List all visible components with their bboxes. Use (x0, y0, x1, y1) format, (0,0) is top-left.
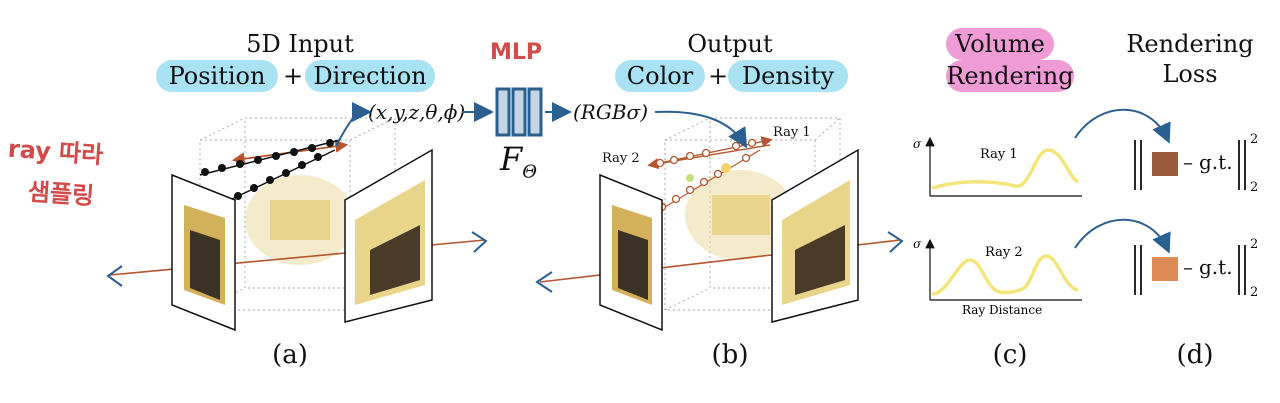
loss-row2-sup: 2 (1250, 237, 1259, 252)
ray2-label: Ray 2 (602, 151, 640, 166)
ray1-label: Ray 1 (773, 125, 811, 140)
panel-d-loss (1074, 108, 1246, 295)
ray-distance-label: Ray Distance (962, 303, 1042, 317)
rendered-color-swatch-2 (1152, 257, 1178, 281)
mlp-annotation: MLP (490, 40, 543, 65)
plus-sign-a: + (283, 62, 304, 90)
loss-row2-sub: 2 (1250, 285, 1259, 300)
panel-a-scene (106, 102, 488, 332)
pill-position: Position (156, 60, 278, 92)
mlp-function-symbol: FΘ (500, 140, 537, 182)
loss-row2-minus: – (1183, 255, 1193, 279)
loss-row1-minus: – (1183, 150, 1193, 174)
loss-heading-line1: Rendering (1126, 30, 1254, 58)
pill-density: Density (728, 60, 848, 92)
volume-heading-line1: Volume (946, 28, 1054, 60)
pill-direction: Direction (305, 60, 435, 92)
caption-b: (b) (711, 340, 749, 370)
plot2-sigma: σ (913, 237, 922, 251)
plot1-label: Ray 1 (980, 147, 1018, 162)
panel-a-heading: 5D Input (246, 30, 354, 58)
function-f: F (500, 140, 523, 178)
panel-b-scene: Ray 2 Ray 1 (535, 110, 904, 332)
panel-c-plots: σ Ray 1 σ Ray 2 Ray Distance (913, 136, 1082, 317)
caption-c: (c) (992, 340, 1028, 370)
plot1-sigma: σ (913, 137, 922, 151)
rendered-color-swatch-1 (1152, 152, 1178, 176)
plot2-label: Ray 2 (985, 245, 1023, 260)
loss-heading-line2: Loss (1162, 60, 1218, 88)
caption-a: (a) (272, 340, 308, 370)
plus-sign-b: + (708, 62, 729, 90)
volume-heading-line2: Rendering (946, 60, 1074, 92)
function-theta: Θ (522, 161, 537, 183)
loss-row1-gt: g.t. (1199, 150, 1233, 174)
loss-row1-sup: 2 (1250, 132, 1259, 147)
output-tuple: (RGBσ) (573, 100, 648, 124)
panel-b-heading: Output (687, 30, 773, 58)
caption-d: (d) (1176, 340, 1214, 370)
loss-row1-sub: 2 (1250, 180, 1259, 195)
loss-row2-gt: g.t. (1199, 255, 1233, 279)
mlp-blocks (462, 87, 572, 137)
pill-color: Color (615, 60, 705, 92)
input-tuple: (x,y,z,θ,ϕ) (368, 100, 466, 124)
